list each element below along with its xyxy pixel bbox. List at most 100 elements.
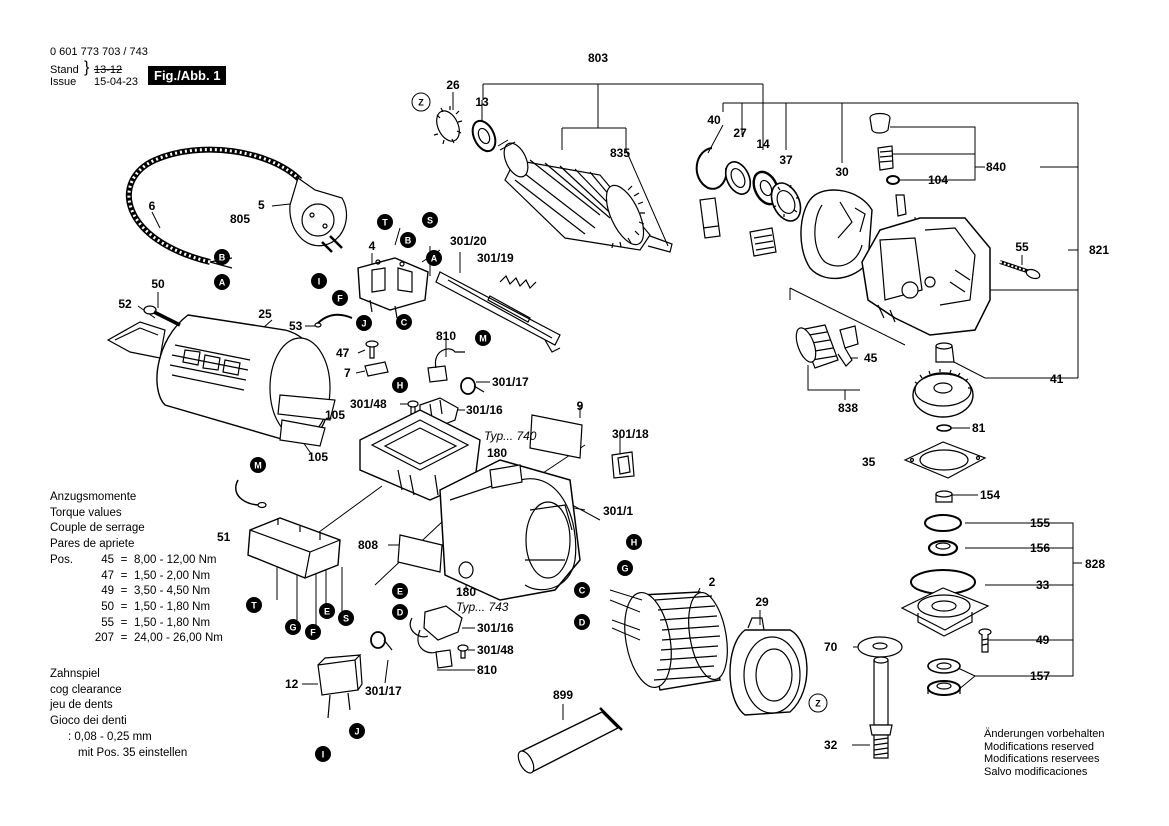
- stand-label: Stand: [50, 64, 79, 76]
- clip-301-18: [611, 451, 635, 479]
- stand-value: 13-12: [94, 64, 123, 76]
- wire-53: [314, 313, 353, 328]
- bearing-26: [433, 106, 463, 145]
- bearing-flange-30: [800, 189, 873, 280]
- screw-301-48b: [457, 644, 469, 659]
- marker-e: E: [319, 603, 335, 619]
- svg-text:G: G: [289, 623, 296, 633]
- svg-text:A: A: [431, 254, 438, 264]
- fan-baffle: [729, 617, 808, 716]
- cog-instruction: mit Pos. 35 einstellen: [78, 746, 188, 759]
- label-51: 51: [217, 530, 231, 544]
- gear-housing: [861, 217, 991, 336]
- label-2: 2: [709, 575, 716, 589]
- label-301-16a: 301/16: [466, 403, 503, 417]
- svg-text:I: I: [318, 277, 321, 287]
- felt-ring: [699, 197, 721, 239]
- label-105a: 105: [325, 408, 345, 422]
- cog-heading: cog clearance: [50, 683, 122, 696]
- marker-m: M: [475, 330, 491, 346]
- marker-d2: D: [392, 604, 408, 620]
- marker-c: C: [396, 314, 412, 330]
- svg-text:E: E: [397, 587, 403, 597]
- carbon-brush-a: [427, 348, 465, 383]
- push-button: [869, 112, 907, 217]
- marker-i2: I: [315, 746, 331, 762]
- torque-row: 49=3,50 - 4,50 Nm: [101, 585, 211, 598]
- label-4: 4: [369, 239, 376, 253]
- washer-81: [936, 424, 952, 432]
- screw-50: [143, 305, 181, 327]
- part-number-labels: 803 26 13 835 40 27 14 37 30 840 104 821…: [118, 51, 1109, 752]
- label-12: 12: [285, 677, 299, 691]
- bevel-gear: [912, 369, 974, 418]
- label-35: 35: [862, 455, 876, 469]
- marker-z-bottom: Z: [808, 693, 828, 713]
- torque-heading: Couple de serrage: [50, 522, 145, 535]
- motor-housing: [439, 459, 581, 601]
- label-301-16b: 301/16: [477, 621, 514, 635]
- svg-text:M: M: [479, 334, 487, 344]
- label-154: 154: [980, 488, 1000, 502]
- suppressor: [247, 517, 341, 579]
- svg-text:S: S: [427, 216, 433, 226]
- torque-row: 47=1,50 - 2,00 Nm: [101, 569, 211, 582]
- marker-a2: A: [426, 250, 442, 266]
- grease-tube: [517, 707, 623, 774]
- label-27: 27: [733, 126, 747, 140]
- screw-49: [978, 628, 992, 653]
- switch: [357, 257, 429, 319]
- marker-e2: E: [392, 583, 408, 599]
- label-typ740: Typ... 740: [484, 429, 537, 443]
- circlip-155: [924, 514, 962, 532]
- torque-heading: Anzugsmomente: [50, 491, 137, 503]
- svg-text:J: J: [354, 727, 359, 737]
- label-55: 55: [1015, 240, 1029, 254]
- figure-label: Fig./Abb. 1: [148, 66, 227, 85]
- switch-rod: [435, 271, 561, 353]
- handle-52: [106, 321, 166, 359]
- svg-text:B: B: [219, 253, 226, 263]
- bearing-157: [927, 658, 961, 696]
- marker-s: S: [422, 212, 438, 228]
- plug: [289, 177, 348, 253]
- brush-spring-a: [460, 377, 485, 395]
- label-104: 104: [928, 173, 948, 187]
- label-typ743: Typ... 743: [456, 600, 509, 614]
- torque-row: 50=1,50 - 1,80 Nm: [101, 600, 211, 613]
- shim-35: [903, 441, 987, 479]
- label-45: 45: [864, 351, 878, 365]
- label-180a: 180: [487, 446, 507, 460]
- cog-heading: jeu de dents: [50, 699, 113, 712]
- cog-heading: Zahnspiel: [50, 668, 100, 680]
- bearing-flange: [900, 587, 990, 637]
- label-803: 803: [588, 51, 608, 65]
- issue-value: 15-04-23: [94, 76, 139, 88]
- svg-text:M: M: [254, 461, 262, 471]
- brush-spring-b: [370, 631, 393, 651]
- ring-154: [935, 490, 953, 503]
- svg-text:G: G: [621, 564, 628, 574]
- marker-m2: M: [250, 457, 266, 473]
- label-33: 33: [1036, 578, 1050, 592]
- label-301-17b: 301/17: [365, 684, 402, 698]
- label-301-1: 301/1: [603, 504, 633, 518]
- label-821: 821: [1089, 243, 1109, 257]
- modifications-note: Änderungen vorbehalten Modifications res…: [984, 728, 1105, 778]
- label-25: 25: [258, 307, 272, 321]
- svg-text:B: B: [405, 236, 412, 246]
- issue-label: Issue: [50, 76, 77, 88]
- label-53: 53: [289, 319, 303, 333]
- armature: [497, 139, 673, 253]
- svg-text:Z: Z: [418, 98, 424, 108]
- marker-i: I: [311, 273, 327, 289]
- label-155: 155: [1030, 516, 1050, 530]
- label-808: [397, 534, 443, 573]
- marker-h2: H: [626, 534, 642, 550]
- label-301-48a: 301/48: [350, 397, 387, 411]
- label-7: 7: [344, 366, 351, 380]
- marker-f: F: [332, 290, 348, 306]
- label-810b: 810: [477, 663, 497, 677]
- label-810a: 810: [436, 329, 456, 343]
